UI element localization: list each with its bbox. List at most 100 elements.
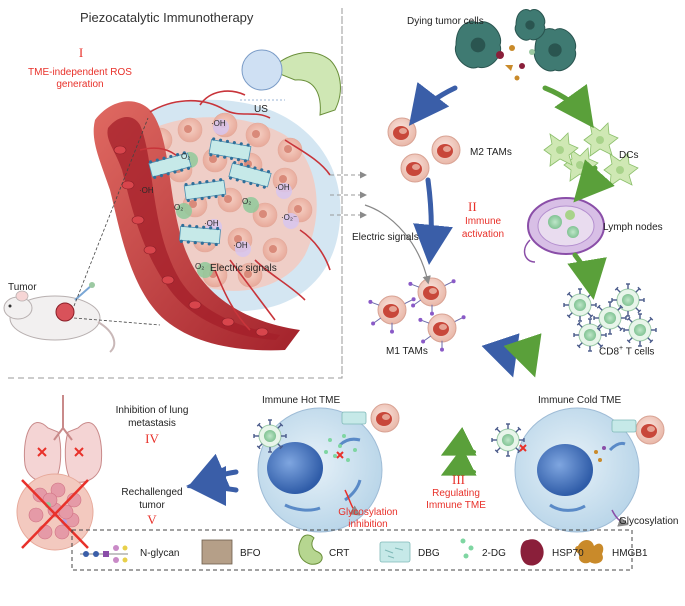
ros-bubble — [243, 197, 259, 213]
zoom-lines — [73, 117, 161, 326]
rechallenged-tumor-cell — [28, 507, 44, 523]
tumor-cell-nucleus — [189, 200, 197, 208]
electric-signals-arrow — [364, 204, 431, 285]
red-blood-cell — [131, 215, 145, 225]
immune-hot-tme-cell — [257, 407, 383, 533]
m2-macrophage — [400, 153, 430, 183]
capillary-network — [139, 90, 331, 331]
tumor-cell-nucleus — [252, 130, 260, 138]
o2-label: O₂ — [195, 262, 205, 271]
oh-radical-label: ·OH — [275, 183, 290, 192]
lymph-node-icon — [523, 197, 605, 263]
2dg-particle — [342, 434, 346, 438]
tumor-cell-nucleus — [259, 210, 267, 218]
m2-macrophage — [431, 135, 461, 165]
legend-label-2dg: 2-DG — [482, 548, 506, 559]
panel-title: Piezocatalytic Immunotherapy — [80, 10, 254, 25]
dendritic-cell-nucleus — [596, 136, 604, 144]
dying-cell-core — [470, 37, 486, 53]
2dg-particles-cold — [594, 446, 629, 527]
cold-tme-dbg-sheet — [611, 419, 637, 433]
legend-label-hmgb1: HMGB1 — [612, 548, 648, 559]
hsp70-icon — [520, 539, 544, 566]
2dg-particles-hot — [324, 434, 357, 462]
stage4-numeral: IV — [145, 431, 159, 446]
bottom-immune-cells — [253, 403, 665, 457]
lungs-icon — [23, 395, 103, 483]
cd8-t-cell — [573, 318, 607, 352]
m1-macrophages — [368, 277, 466, 352]
tumor-cell-nucleus — [234, 235, 242, 243]
oh-radical-label: ·OH — [233, 241, 248, 250]
m1-macrophage — [418, 313, 466, 352]
m2-macrophages — [387, 117, 461, 183]
stage2-caption-line1: Immune — [464, 216, 502, 227]
dendritic-cell-nucleus — [576, 161, 584, 169]
stage5-numeral: V — [147, 512, 157, 527]
rechallenged-tumor-cell — [50, 482, 66, 498]
dcs-label: DCs — [619, 150, 639, 161]
ros-bubble — [213, 119, 229, 135]
mouse-tumor — [55, 302, 75, 322]
o2-label: O₂ — [181, 152, 191, 161]
stage4-caption-line1: Inhibition of lung — [115, 405, 189, 416]
dbg-nanosheet — [179, 223, 221, 247]
blood-vessel-lumen — [107, 117, 280, 341]
glycosylation-block-icon — [336, 451, 361, 516]
stage2-caption-line2: activation — [461, 229, 505, 240]
tumor-cell-nucleus — [184, 125, 192, 133]
immune-cold-tme-cell — [514, 407, 640, 533]
stage1-caption: TME-independent ROS generation — [28, 67, 132, 90]
legend-label-bfo: BFO — [240, 548, 261, 559]
outcome-arrows — [186, 453, 239, 507]
stage3-numeral: III — [452, 472, 465, 487]
m2-tams-label: M2 TAMs — [470, 147, 512, 158]
rechallenged-tumor-cell — [58, 504, 74, 520]
ultrasound-probe-icon — [240, 49, 341, 116]
legend-label-crt: CRT — [329, 548, 350, 559]
hot-tme-macrophage — [370, 403, 400, 433]
dbg-icon — [379, 541, 411, 563]
legend-label-dbg: DBG — [418, 548, 440, 559]
m1-macrophage — [368, 295, 416, 334]
red-blood-cell — [161, 275, 175, 285]
m1-macrophage — [408, 277, 456, 316]
rechallenged-tumor-cell — [54, 524, 70, 540]
cd8-t-cell — [623, 313, 657, 347]
oh-radical-label: ·OH — [204, 219, 219, 228]
tumor-cell-nucleus — [279, 175, 287, 183]
legend-label-n-glycan: N-glycan — [140, 548, 180, 559]
stage4-caption-line2: metastasis — [128, 418, 176, 429]
immune-hot-tme-label: Immune Hot TME — [262, 395, 341, 406]
dendritic-cell-nucleus — [556, 146, 564, 154]
red-blood-cells — [113, 145, 269, 337]
m2-macrophage — [387, 117, 417, 147]
tumor-cell-nucleus — [244, 270, 252, 278]
ros-bubble — [283, 213, 299, 229]
ros-bubble — [197, 262, 213, 278]
hot-tme-dbg-sheet — [341, 411, 367, 425]
crt-icon — [298, 534, 323, 565]
tumor-cell-nucleus — [269, 245, 277, 253]
cold-tme-macrophage — [635, 415, 665, 445]
tumor-cell-nucleus — [284, 145, 292, 153]
dbg-nanosheet — [208, 137, 252, 163]
mouse-icon — [3, 282, 116, 353]
red-blood-cell — [188, 300, 202, 310]
tumor-cell-nucleus — [209, 155, 217, 163]
legend-label-hsp70: HSP70 — [552, 548, 584, 559]
stage3-caption-line1: Regulating — [432, 488, 480, 499]
2dg-particle — [338, 444, 342, 448]
2dg-dots-icon — [460, 538, 474, 559]
rechallenged-tumor-cell — [37, 524, 53, 540]
dying-cell-core — [548, 43, 562, 57]
m1-tams-label: M1 TAMs — [386, 346, 428, 357]
bfo-square-icon — [201, 539, 233, 565]
red-blood-cell — [255, 327, 269, 337]
glycosylation-label: Glycosylation — [619, 516, 679, 527]
superoxide-label: ·O₂⁻ — [281, 213, 298, 222]
red-blood-cell — [221, 317, 235, 327]
glycosylation-inhibition-line2: inhibition — [348, 519, 388, 530]
